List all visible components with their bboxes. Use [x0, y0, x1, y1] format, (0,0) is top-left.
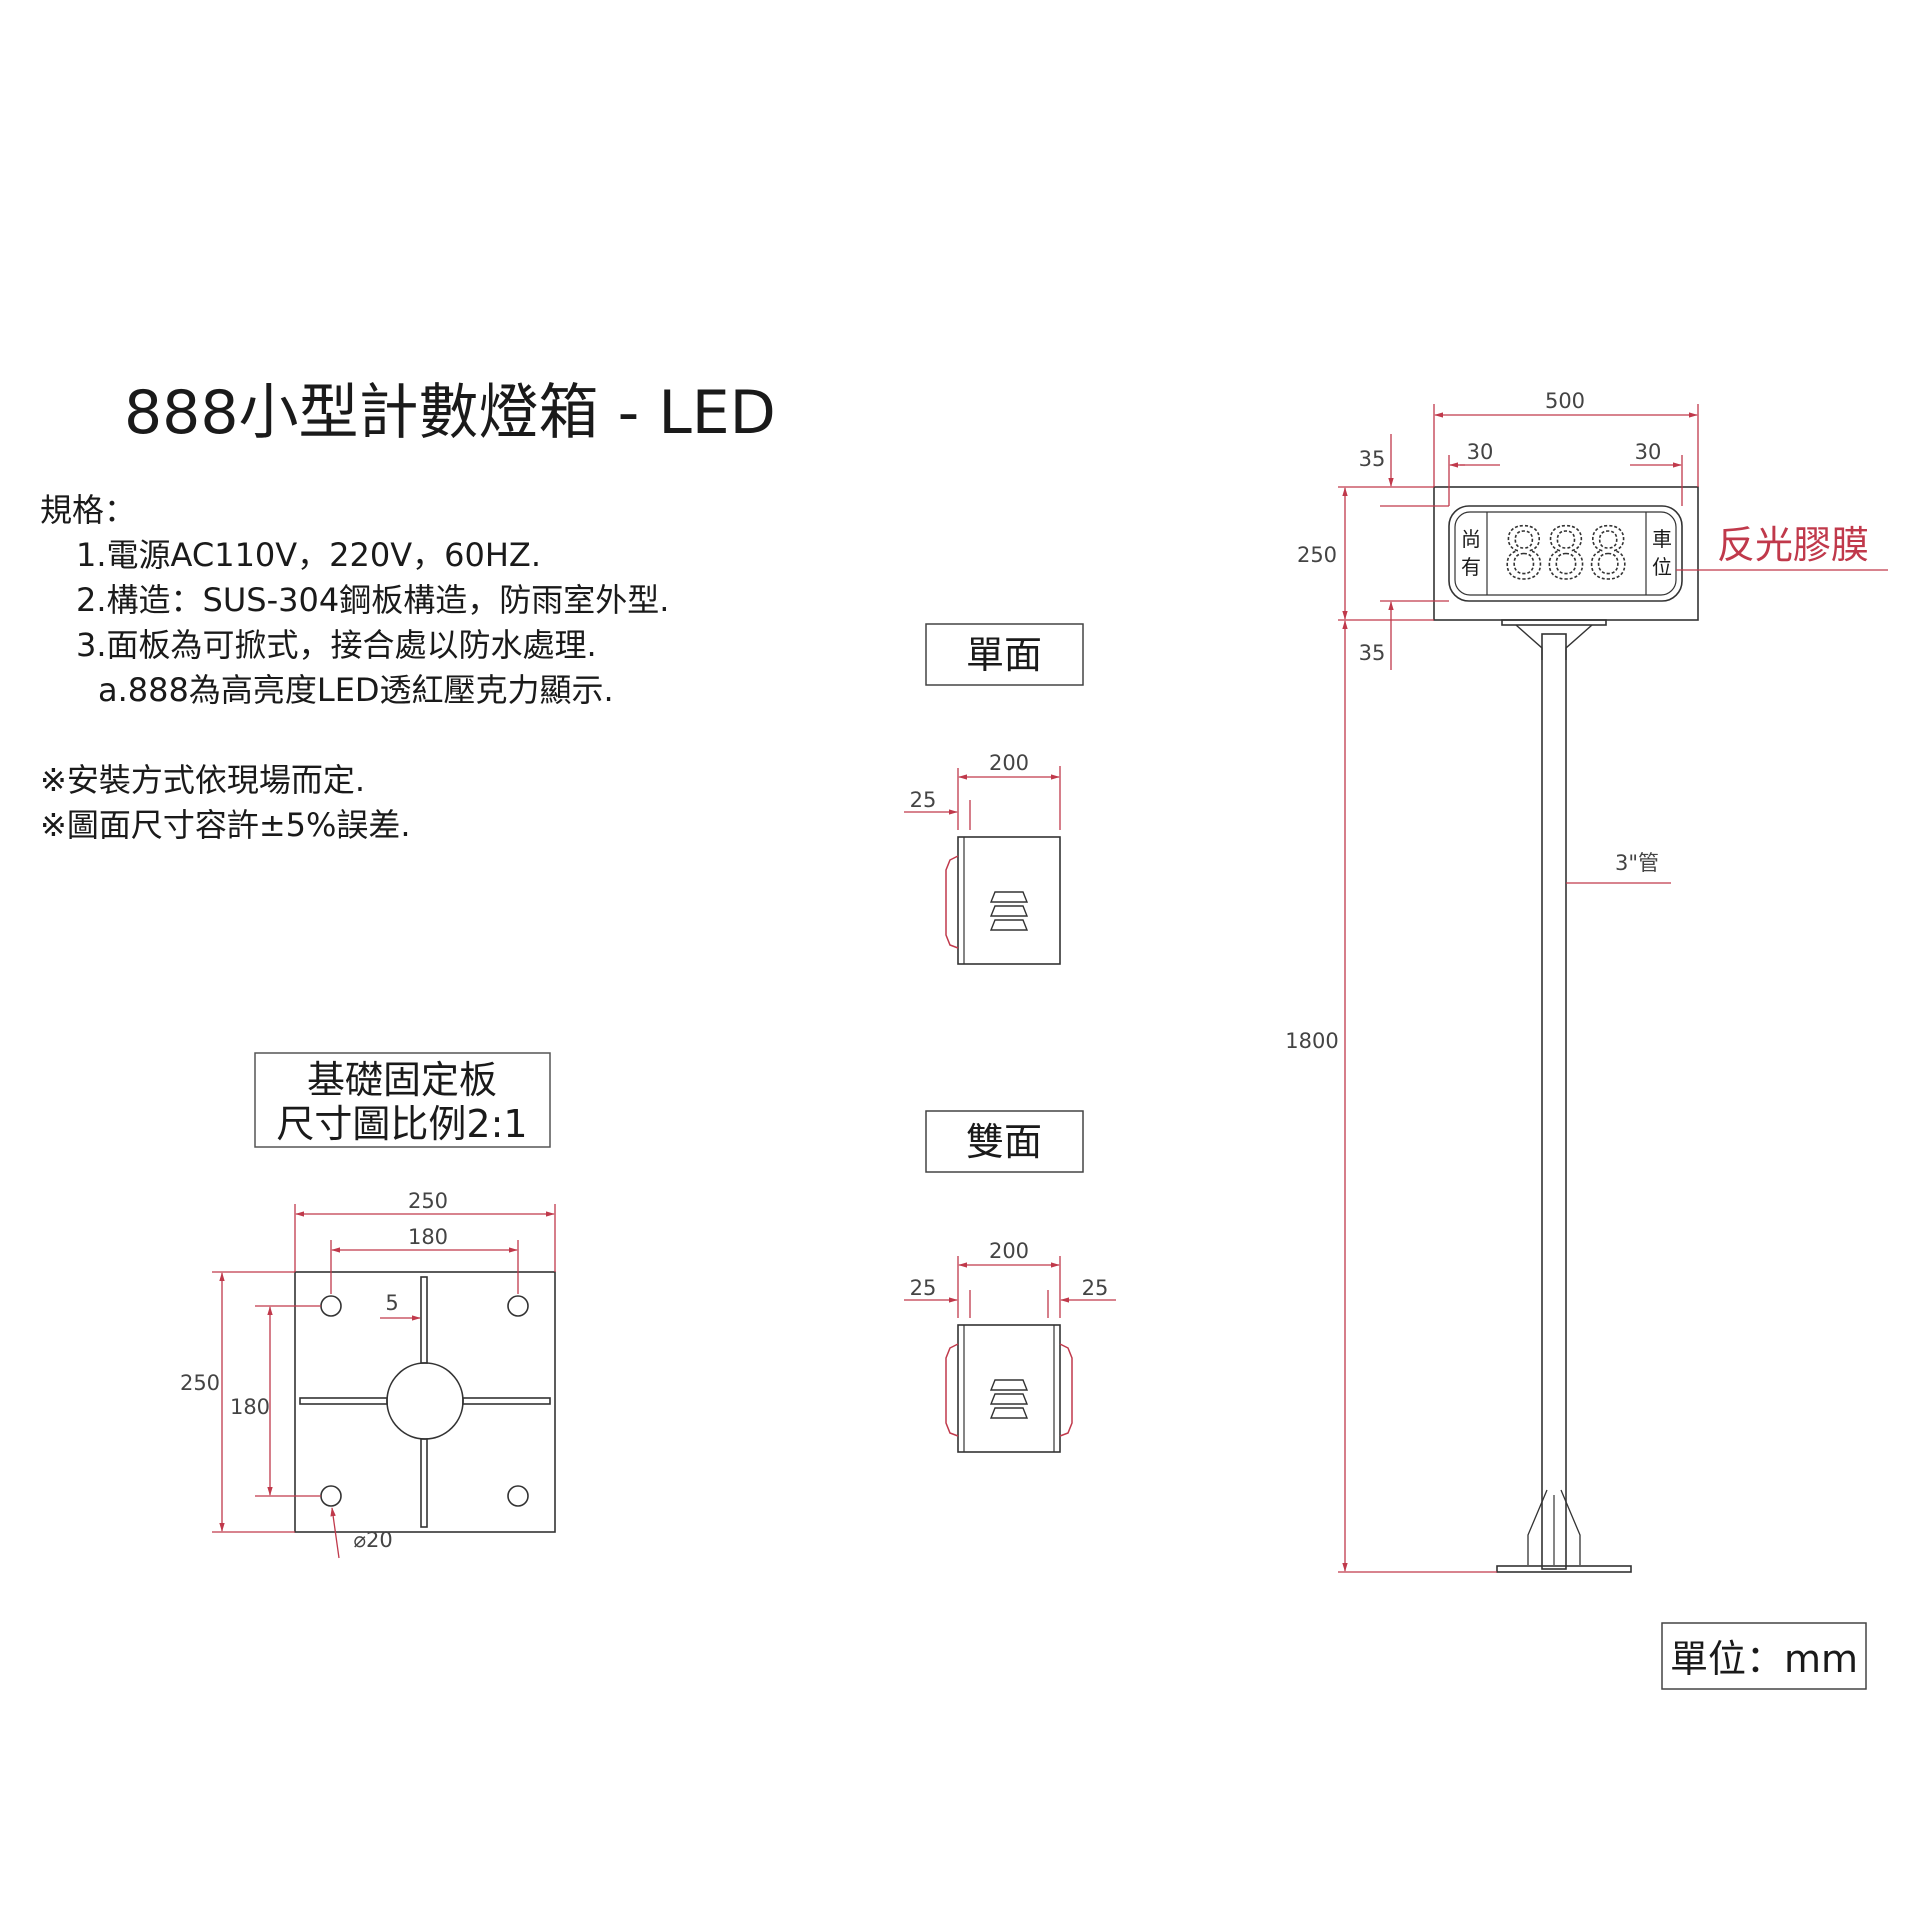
double-dim-25-right: 25	[1082, 1276, 1109, 1300]
unit-label: 單位：mm	[1670, 1637, 1858, 1681]
base-dim-height-180: 180	[230, 1395, 270, 1419]
double-side-panel-red-right	[1059, 1343, 1073, 1437]
double-side-box	[957, 1324, 1061, 1453]
elev-dim-250: 250	[1297, 543, 1337, 567]
bolt-hole-bl	[320, 1485, 342, 1507]
elev-dim-35-bottom: 35	[1359, 641, 1386, 665]
sign-char-right-bottom: 位	[1652, 555, 1672, 579]
double-side-panel-red-left	[945, 1343, 959, 1437]
spec-line-1: 1.電源AC110V，220V，60HZ.	[76, 536, 542, 574]
base-dim-height-250: 250	[180, 1371, 220, 1395]
base-dim-width-250: 250	[408, 1189, 448, 1213]
elev-dim-35-top: 35	[1359, 447, 1386, 471]
single-dim-200: 200	[989, 751, 1029, 775]
base-dim-slot-5: 5	[385, 1291, 398, 1315]
elevation-drawing: 尚 有 車 位 888 500 30 30 35 250	[1285, 389, 1888, 1573]
slot-top	[420, 1276, 428, 1364]
spec-line-3: 3.面板為可掀式，接合處以防水處理.	[76, 626, 597, 664]
spec-heading: 規格：	[40, 491, 137, 529]
slot-right	[462, 1397, 551, 1405]
sign-face-inner	[1454, 511, 1677, 596]
sign-face-outer	[1448, 505, 1683, 602]
film-label: 反光膠膜	[1717, 523, 1869, 567]
single-dim-25: 25	[910, 788, 937, 812]
unit-label-box: 單位：mm	[1661, 1622, 1867, 1690]
sign-char-right-top: 車	[1652, 527, 1672, 551]
slot-bottom	[420, 1438, 428, 1528]
base-dim-width-180: 180	[408, 1225, 448, 1249]
sign-display-digits: 888	[1503, 513, 1629, 595]
sign-char-left-top: 尚	[1461, 527, 1481, 551]
single-side-box	[957, 836, 1061, 965]
base-plate-title-box	[254, 1052, 551, 1148]
single-side-drawing: 單面 200 25	[904, 623, 1084, 965]
base-plate-title-1: 基礎固定板	[307, 1058, 497, 1102]
bolt-hole-br	[507, 1485, 529, 1507]
base-plate-title-2: 尺寸圖比例2:1	[276, 1102, 527, 1146]
pole	[1541, 633, 1567, 1570]
double-side-label-box	[925, 1110, 1084, 1173]
double-dim-25-left: 25	[910, 1276, 937, 1300]
sign-char-left-bottom: 有	[1461, 555, 1481, 579]
base-dim-hole-20: ⌀20	[353, 1528, 392, 1552]
pole-socket-circle	[386, 1362, 464, 1440]
elev-dim-500: 500	[1545, 389, 1585, 413]
pole-label: 3"管	[1615, 851, 1659, 875]
slot-left	[299, 1397, 388, 1405]
single-side-panel-red	[945, 855, 959, 949]
base-plate-outline	[294, 1271, 556, 1533]
elev-dim-30-right: 30	[1635, 440, 1662, 464]
spec-line-4: a.888為高亮度LED透紅壓克力顯示.	[98, 671, 614, 709]
single-side-label-box	[925, 623, 1084, 686]
single-side-label: 單面	[966, 633, 1042, 677]
mount-bracket	[1501, 619, 1607, 626]
spec-block: 規格： 1.電源AC110V，220V，60HZ. 2.構造：SUS-304鋼板…	[40, 488, 669, 848]
double-side-drawing: 雙面 200 25 25	[904, 1110, 1116, 1453]
bolt-hole-tl	[320, 1295, 342, 1317]
elev-dim-1800: 1800	[1285, 1029, 1338, 1053]
vent-icon	[989, 1379, 1029, 1419]
spec-line-2: 2.構造：SUS-304鋼板構造，防雨室外型.	[76, 581, 670, 619]
bolt-hole-tr	[507, 1295, 529, 1317]
elev-dim-30-left: 30	[1467, 440, 1494, 464]
spec-note-1: ※安裝方式依現場而定.	[40, 761, 365, 799]
vent-icon	[989, 891, 1029, 931]
base-plate-drawing: 基礎固定板 尺寸圖比例2:1 250 180 250 180 5 ⌀20	[180, 1052, 556, 1559]
double-dim-200: 200	[989, 1239, 1029, 1263]
base-flange	[1496, 1565, 1632, 1573]
drawing-title: 888小型計數燈箱 - LED	[124, 378, 776, 448]
spec-note-2: ※圖面尺寸容許±5%誤差.	[40, 806, 411, 844]
double-side-label: 雙面	[966, 1120, 1042, 1164]
